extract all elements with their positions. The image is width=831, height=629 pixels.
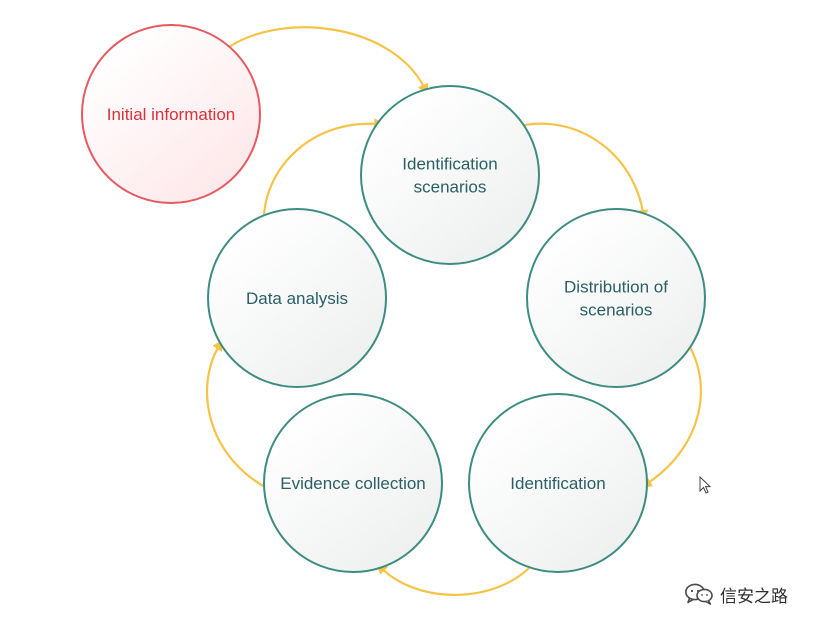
- node-data-analysis-label: Data analysis: [246, 289, 348, 308]
- node-evidence-collection-label: Evidence collection: [280, 474, 426, 493]
- node-data-analysis: Data analysis: [207, 208, 387, 388]
- node-initial-information: Initial information: [81, 24, 261, 204]
- node-identification-scenarios-circle: [360, 85, 540, 265]
- edge-initial-information-to-identification-scenarios-line: [220, 26, 430, 97]
- node-distribution-of-scenarios-label-line: Distribution of: [564, 278, 668, 297]
- node-distribution-of-scenarios: Distribution of scenarios: [526, 208, 706, 388]
- node-evidence-collection-label-line: Evidence collection: [280, 474, 426, 493]
- node-identification-scenarios-label-line: scenarios: [414, 178, 487, 197]
- edge-distribution-of-scenarios-to-identification-line: [639, 337, 702, 489]
- node-data-analysis-circle: [207, 208, 387, 388]
- node-identification-circle: [468, 393, 648, 573]
- node-distribution-of-scenarios-label-line: scenarios: [580, 301, 653, 320]
- edge-identification-to-evidence-collection-line: [375, 557, 539, 596]
- mouse-pointer-icon: [699, 476, 711, 494]
- node-initial-information-circle: [81, 24, 261, 204]
- node-identification: Identification: [468, 393, 648, 573]
- node-identification-label: Identification: [510, 474, 605, 493]
- edge-identification-scenarios-to-distribution-of-scenarios-line: [510, 122, 646, 223]
- node-identification-scenarios: Identification scenarios: [360, 85, 540, 265]
- node-data-analysis-label-line: Data analysis: [246, 289, 348, 308]
- watermark: 信安之路: [684, 580, 788, 608]
- edge-evidence-collection-to-data-analysis-line: [206, 338, 266, 488]
- watermark-text: 信安之路: [720, 586, 788, 607]
- edge-data-analysis-to-identification-scenarios-line: [262, 122, 387, 229]
- node-distribution-of-scenarios-label: Distribution of scenarios: [564, 278, 668, 320]
- node-evidence-collection: Evidence collection: [263, 393, 443, 573]
- node-identification-scenarios-label-line: Identification: [402, 155, 497, 174]
- node-initial-information-label: Initial information: [107, 105, 236, 124]
- node-identification-label-line: Identification: [510, 474, 605, 493]
- node-identification-scenarios-label: Identification scenarios: [402, 155, 497, 197]
- node-initial-information-label-line: Initial information: [107, 105, 236, 124]
- node-distribution-of-scenarios-circle: [526, 208, 706, 388]
- node-evidence-collection-circle: [263, 393, 443, 573]
- wechat-icon: [685, 583, 713, 605]
- edge-identification-to-evidence-collection: [375, 557, 539, 596]
